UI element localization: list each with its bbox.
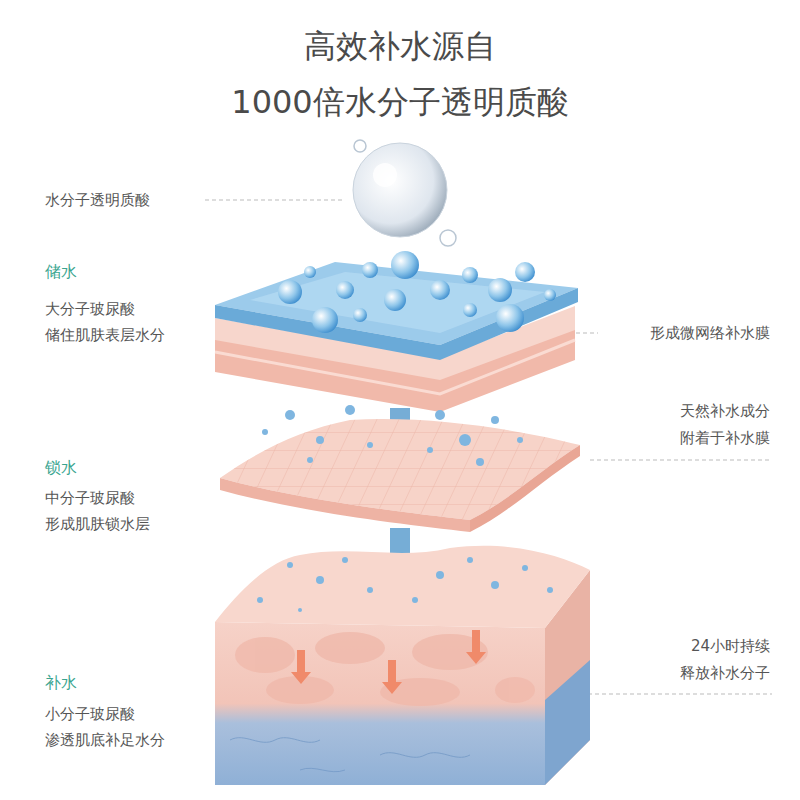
side-note: 中分子玻尿酸 形成肌肤锁水层 (45, 485, 168, 537)
side-note: 大分子玻尿酸 储住肌肤表层水分 (45, 296, 183, 348)
diagram-title: 高效补水源自 1000倍水分子透明质酸 (180, 18, 620, 130)
side-note: 小分子玻尿酸 渗透肌底补足水分 (45, 701, 183, 753)
side-label: 水分子透明质酸 (45, 189, 150, 211)
section-heading: 补水 (45, 671, 77, 695)
side-label: 形成微网络补水膜 (650, 322, 770, 344)
section-heading: 锁水 (45, 456, 77, 480)
section-heading: 储水 (45, 260, 77, 284)
side-note: 天然补水成分 附着于补水膜 (665, 398, 770, 452)
side-note: 24小时持续 释放补水分子 (665, 633, 770, 687)
